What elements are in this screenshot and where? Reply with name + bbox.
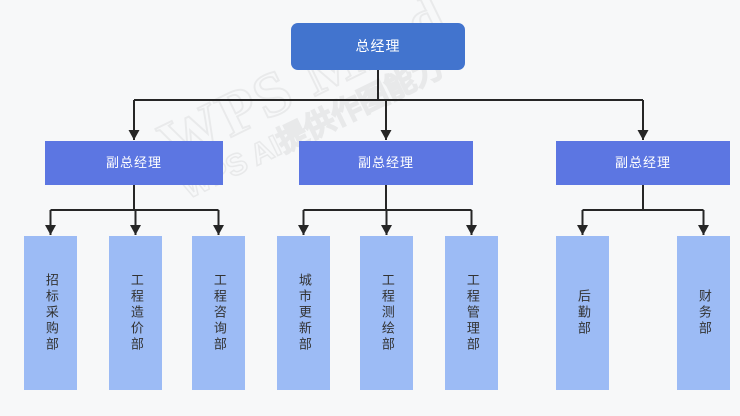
- node-department-6-工程管理部-label: 工程管理部: [464, 273, 480, 353]
- node-root-general-manager-label: 总经理: [355, 38, 401, 55]
- node-department-1-招标采购部[interactable]: 招标采购部: [24, 236, 77, 390]
- node-department-7-后勤部-label: 后勤部: [575, 289, 591, 337]
- node-deputy-manager-2-label: 副总经理: [357, 154, 414, 170]
- node-department-5-工程测绘部[interactable]: 工程测绘部: [360, 236, 413, 390]
- node-department-2-工程造价部[interactable]: 工程造价部: [109, 236, 162, 390]
- node-root-general-manager[interactable]: 总经理: [291, 23, 465, 70]
- node-department-5-工程测绘部-label: 工程测绘部: [379, 273, 395, 353]
- node-department-1-招标采购部-label: 招标采购部: [43, 273, 59, 353]
- node-deputy-manager-1-label: 副总经理: [105, 154, 162, 170]
- node-department-3-工程咨询部[interactable]: 工程咨询部: [192, 236, 245, 390]
- node-deputy-manager-3[interactable]: 副总经理: [556, 141, 730, 185]
- node-department-8-财务部-label: 财务部: [696, 289, 712, 337]
- node-department-8-财务部[interactable]: 财务部: [677, 236, 730, 390]
- node-deputy-manager-3-label: 副总经理: [614, 154, 671, 170]
- node-department-6-工程管理部[interactable]: 工程管理部: [445, 236, 498, 390]
- node-department-4-城市更新部-label: 城市更新部: [296, 273, 312, 353]
- node-deputy-manager-2[interactable]: 副总经理: [299, 141, 473, 185]
- node-department-2-工程造价部-label: 工程造价部: [128, 273, 144, 353]
- node-department-7-后勤部[interactable]: 后勤部: [556, 236, 609, 390]
- node-department-4-城市更新部[interactable]: 城市更新部: [277, 236, 330, 390]
- node-deputy-manager-1[interactable]: 副总经理: [45, 141, 223, 185]
- node-department-3-工程咨询部-label: 工程咨询部: [211, 273, 227, 353]
